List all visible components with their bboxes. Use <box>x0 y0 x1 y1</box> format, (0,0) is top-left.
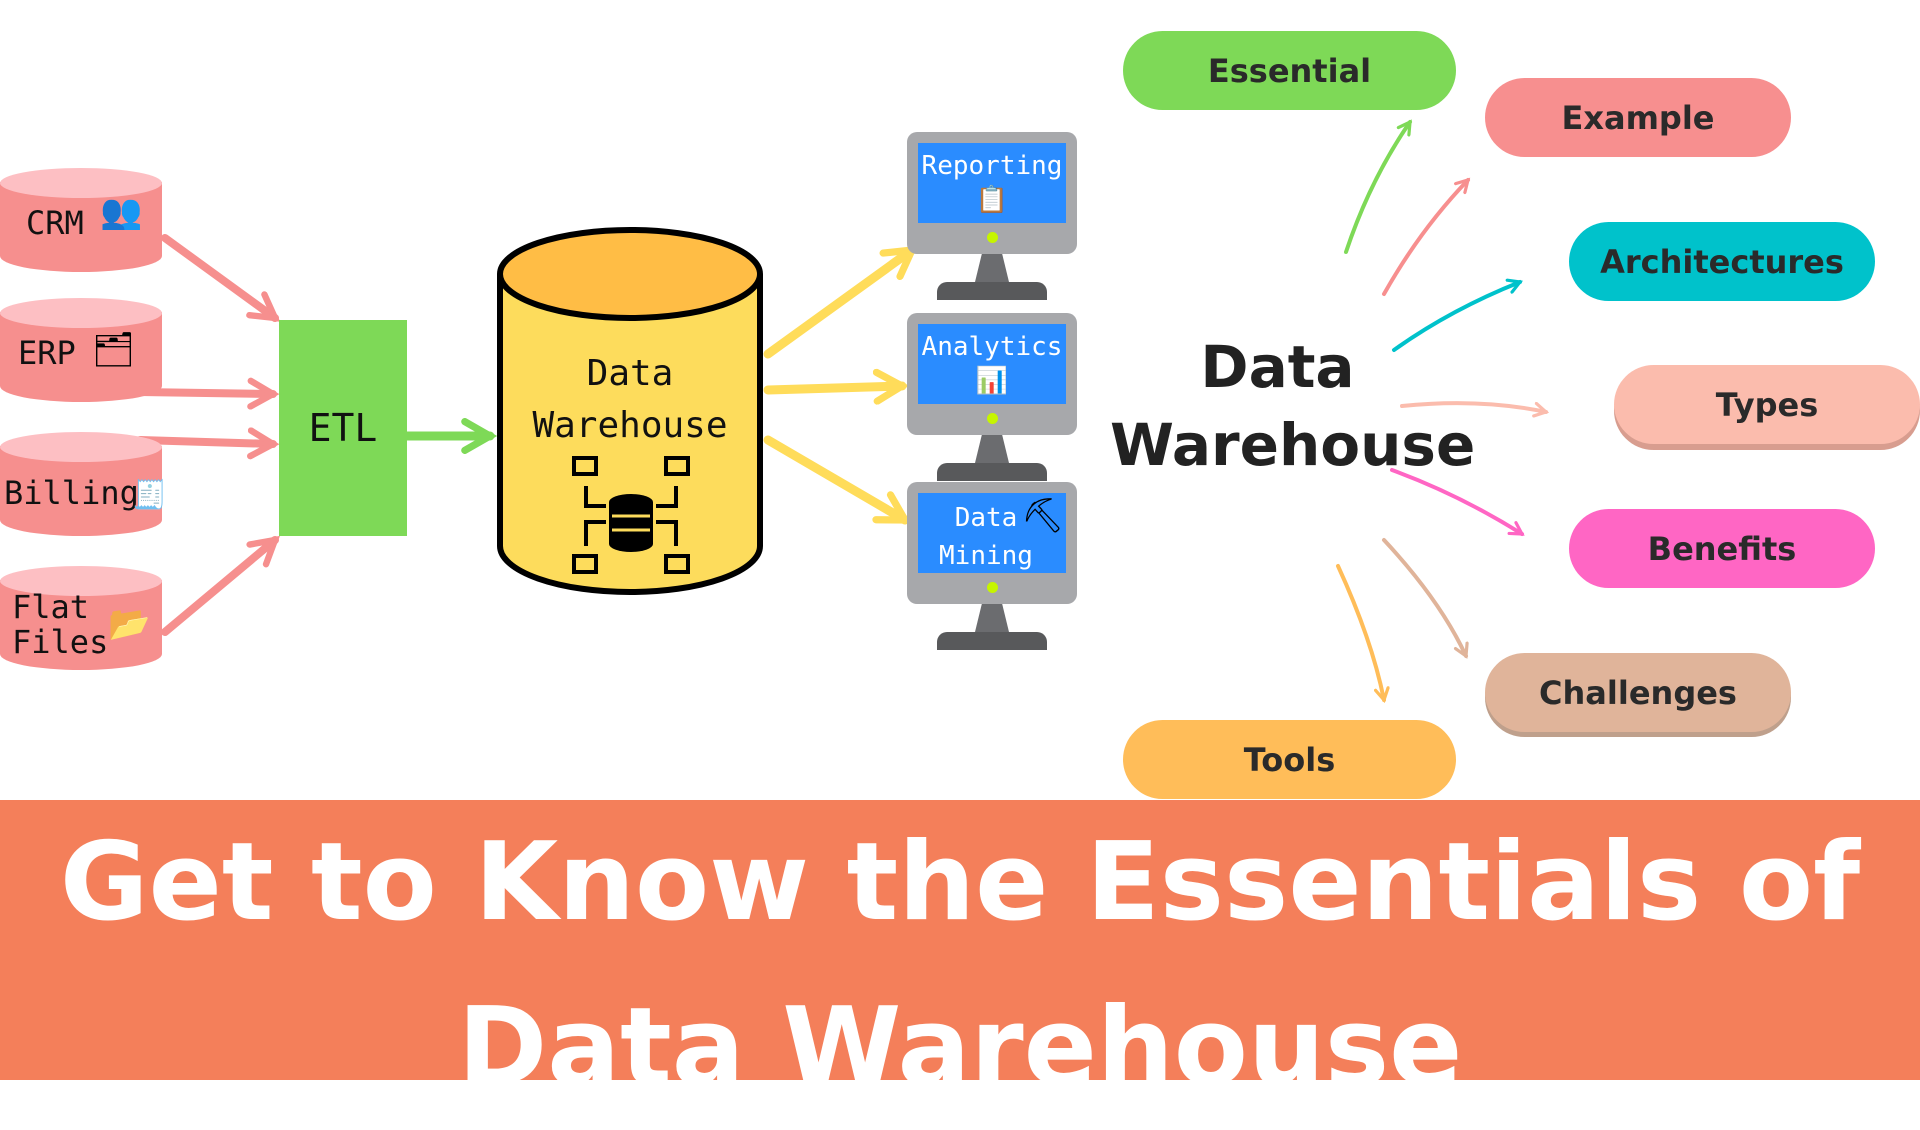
topic-challenges[interactable]: Challenges <box>1485 653 1791 732</box>
source-flat-files: Flat Files 📂 <box>0 566 162 670</box>
checklist-icon: 📋 <box>975 185 1009 215</box>
topic-types[interactable]: Types <box>1614 365 1920 444</box>
arrow-essential <box>1344 119 1412 254</box>
etl-label: ETL <box>308 406 378 450</box>
arrow-files-etl <box>161 535 280 636</box>
source-erp: ERP 🗂 <box>0 298 162 402</box>
source-crm: CRM 👥 <box>0 168 162 272</box>
source-label: ERP <box>18 334 76 372</box>
folder-erp-icon: 🗂 <box>92 330 136 370</box>
banner-title-line1: Get to Know the Essentials of <box>59 820 1861 945</box>
arrow-tools <box>1336 564 1390 704</box>
arrow-erp-etl <box>136 377 280 410</box>
arrow-architectures <box>1392 278 1523 352</box>
arrow-example <box>1382 177 1471 296</box>
output-label: Data Mining <box>939 503 1033 571</box>
banner-title-line2: Data Warehouse <box>457 985 1463 1110</box>
invoice-icon: 🧾 <box>132 478 167 511</box>
team-icon: 👥 <box>100 192 143 232</box>
arrow-dw-mining <box>763 435 912 525</box>
output-label: Analytics <box>921 332 1063 362</box>
topic-example[interactable]: Example <box>1485 78 1791 157</box>
etl-box: ETL <box>279 320 407 536</box>
arrow-dw-analytics <box>763 368 910 405</box>
arrow-challenges <box>1382 538 1469 659</box>
source-label: CRM <box>26 204 84 242</box>
topic-essential[interactable]: Essential <box>1123 31 1456 110</box>
database-network-icon <box>572 456 690 574</box>
mining-report-icon: ⛏ <box>1021 496 1065 536</box>
topic-benefits[interactable]: Benefits <box>1569 509 1875 588</box>
monitor-reporting: Reporting 📋 <box>907 132 1077 300</box>
arrow-crm-etl <box>161 234 281 322</box>
topic-tools[interactable]: Tools <box>1123 720 1456 799</box>
title-banner: Get to Know the Essentials of Data Wareh… <box>0 800 1920 1110</box>
output-label: Reporting <box>921 151 1063 181</box>
cylinder-shape <box>497 227 763 595</box>
topic-architectures[interactable]: Architectures <box>1569 222 1875 301</box>
source-label: Billing <box>4 474 139 512</box>
arrow-billing-etl <box>136 427 280 460</box>
arrow-benefits <box>1390 468 1525 536</box>
monitor-data-mining: Data Mining ⛏ <box>907 482 1077 650</box>
arrow-types <box>1400 401 1550 418</box>
connector-arrows <box>136 119 1550 704</box>
source-label: Flat Files <box>12 588 109 662</box>
monitor-analytics: Analytics 📊 <box>907 313 1077 481</box>
folder-icon: 📂 <box>108 604 151 644</box>
bar-chart-icon: 📊 <box>975 366 1009 396</box>
arrow-dw-reporting <box>763 245 918 359</box>
source-billing: Billing 🧾 <box>0 432 167 536</box>
